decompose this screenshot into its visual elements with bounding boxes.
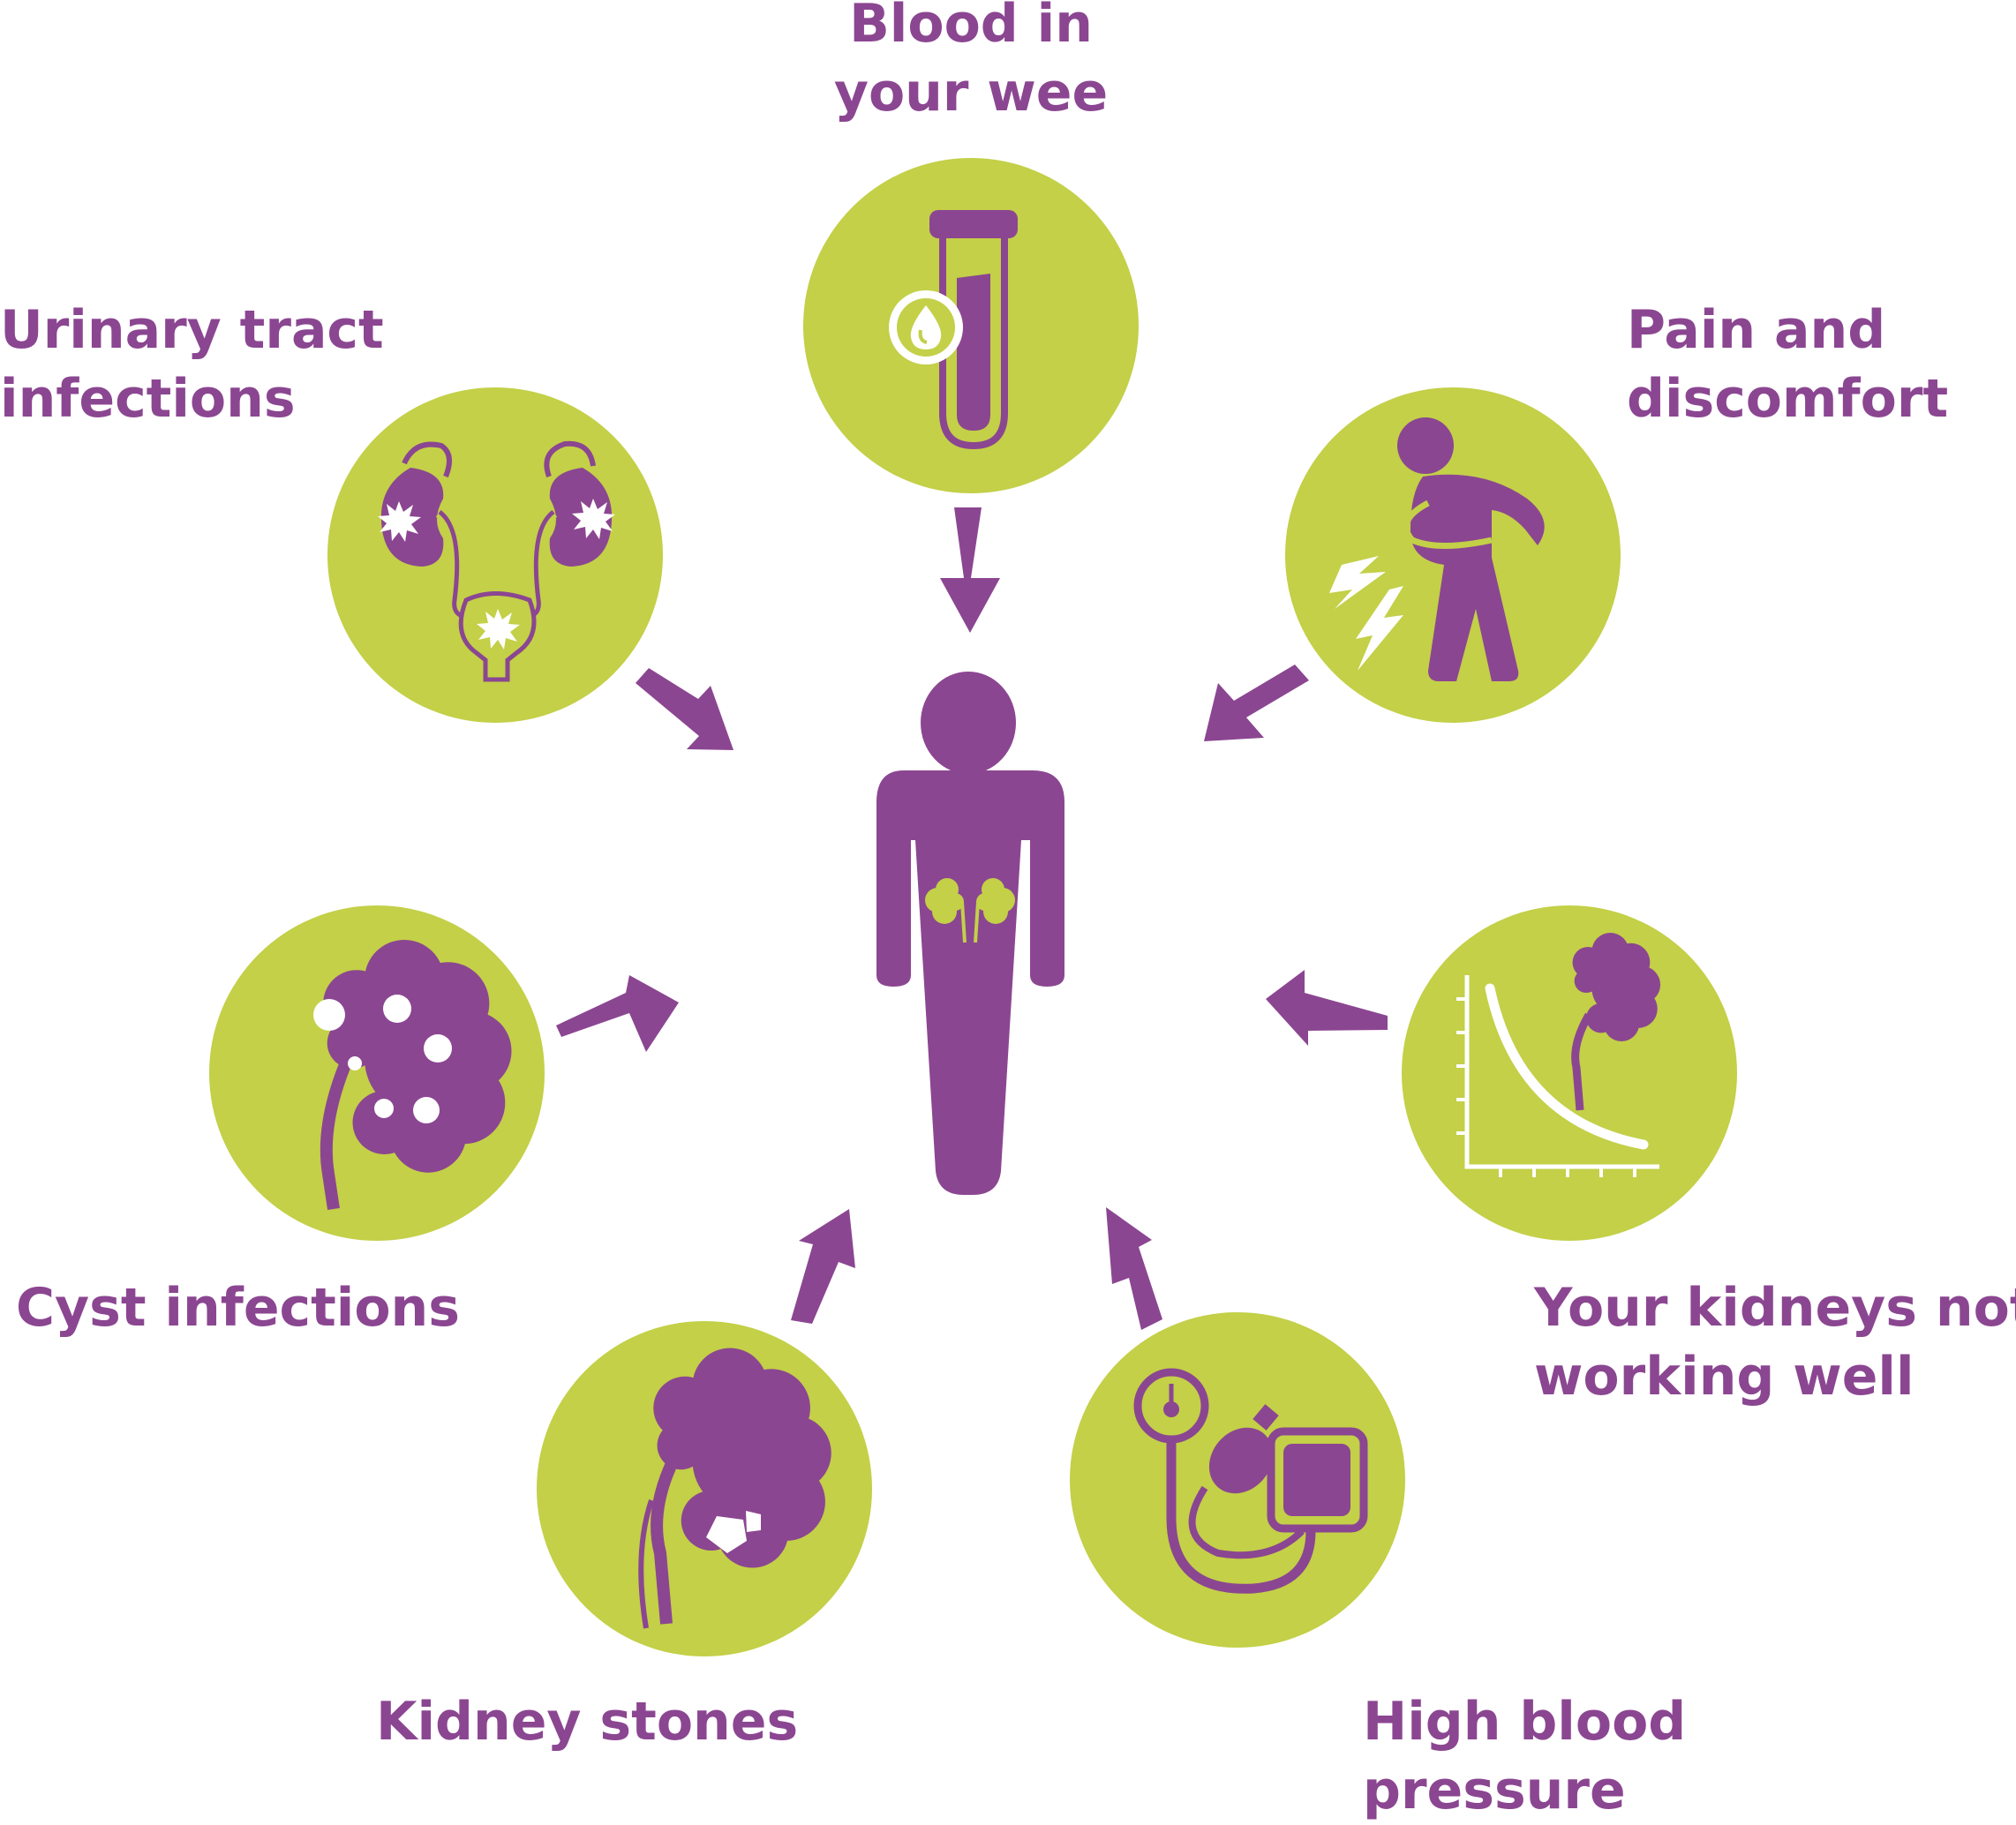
arrow-stones xyxy=(791,1209,855,1324)
person-in-pain-icon xyxy=(1329,417,1545,681)
label-blood: Blood in your wee xyxy=(833,0,1109,124)
test-tube-blood-drop-icon xyxy=(889,210,1018,450)
declining-kidney-function-chart-icon xyxy=(1456,933,1661,1177)
label-uti: Urinary tract infections xyxy=(0,299,384,430)
label-pain: Pain and discomfort xyxy=(1627,299,1949,430)
arrow-blood-pressure xyxy=(1106,1207,1162,1330)
arrow-kidney-function xyxy=(1266,970,1388,1046)
urinary-tract-infection-icon xyxy=(378,440,615,682)
label-stones: Kidney stones xyxy=(376,1691,799,1753)
blood-pressure-monitor-icon xyxy=(1133,1368,1368,1594)
arrows xyxy=(556,507,1388,1330)
arrow-cyst xyxy=(556,975,679,1052)
arrow-uti xyxy=(636,668,733,750)
kidney-with-stones-icon xyxy=(638,1348,831,1629)
label-blood-pressure: High blood pressure xyxy=(1363,1691,1687,1821)
person-with-kidneys-icon xyxy=(876,672,1064,1195)
label-cyst: Cyst infections xyxy=(16,1277,460,1339)
arrow-blood xyxy=(940,507,1000,633)
cystic-kidney-icon xyxy=(313,940,512,1211)
arrow-pain xyxy=(1204,665,1309,741)
label-kidney-function: Your kidneys not working well xyxy=(1534,1277,2016,1408)
